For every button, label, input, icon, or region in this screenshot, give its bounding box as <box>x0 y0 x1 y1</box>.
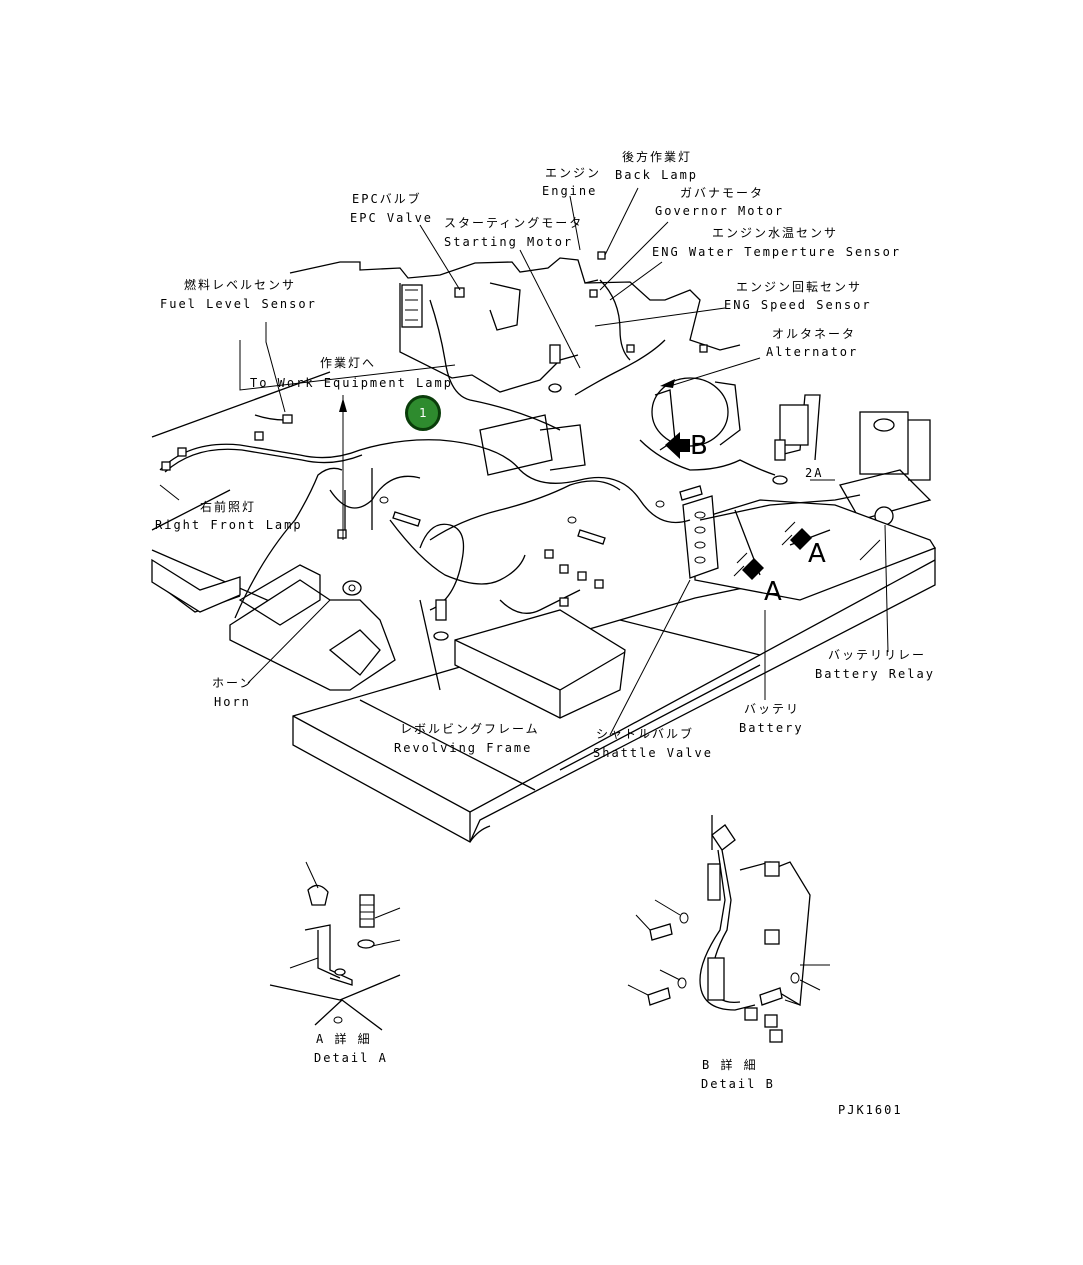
engine-shape <box>289 257 741 393</box>
detail-a-drawing <box>269 861 401 1031</box>
label-shuttle-jp: シャトルバルブ <box>596 727 695 741</box>
detail-b-drawing <box>627 815 830 1043</box>
leader-lines <box>159 187 889 736</box>
label-battery-relay-jp: バッテリリレー <box>828 648 927 662</box>
view-arrows <box>665 432 812 580</box>
label-engine-jp: エンジン <box>545 166 602 180</box>
shuttle-valve-shape <box>682 495 719 579</box>
callout-1[interactable]: 1 <box>405 395 441 431</box>
label-water-temp-en: ENG Water Temperture Sensor <box>652 245 902 259</box>
label-starting-jp: スターティングモータ <box>444 216 584 230</box>
up-arrow-icon <box>339 398 347 412</box>
label-battery-en: Battery <box>739 721 804 735</box>
label-alternator-en: Alternator <box>766 345 859 359</box>
arrow-head-icon <box>660 379 675 388</box>
label-epc-en: EPC Valve <box>350 211 434 225</box>
connectors <box>161 251 708 607</box>
view-a-letter-2: A <box>764 577 782 607</box>
label-fuel-en: Fuel Level Sensor <box>160 297 317 311</box>
label-revolving-jp: レボルビングフレーム <box>400 722 540 736</box>
label-speed-jp: エンジン回転センサ <box>736 280 863 294</box>
boom-foot-shape <box>151 371 465 691</box>
label-shuttle-en: Shattle Valve <box>593 746 713 760</box>
label-governor-jp: ガバナモータ <box>680 186 765 200</box>
label-right-front-en: Right Front Lamp <box>155 518 303 532</box>
tank-shape <box>454 414 626 719</box>
callout-number: 1 <box>419 406 427 420</box>
label-engine-en: Engine <box>542 184 598 198</box>
label-horn-jp: ホーン <box>212 676 254 690</box>
label-back-lamp-en: Back Lamp <box>615 168 699 182</box>
label-back-lamp-jp: 後方作業灯 <box>622 150 693 164</box>
label-battery-relay-en: Battery Relay <box>815 667 935 681</box>
battery-relay-shape <box>779 394 932 526</box>
view-a-letter-1: A <box>808 539 826 569</box>
ref-2a: 2A <box>805 466 824 480</box>
label-right-front-jp: 右前照灯 <box>200 500 257 514</box>
label-water-temp-jp: エンジン水温センサ <box>712 226 839 240</box>
label-work-lamp-en: To Work Equipment Lamp <box>250 376 453 390</box>
label-starting-en: Starting Motor <box>444 235 574 249</box>
label-detail-b-jp: B 詳 細 <box>702 1058 758 1072</box>
hardware <box>379 344 788 641</box>
label-alternator-jp: オルタネータ <box>772 327 857 341</box>
label-epc-jp: EPCバルブ <box>352 192 422 206</box>
label-detail-b-en: Detail B <box>701 1077 775 1091</box>
revolving-frame-shape <box>292 547 936 843</box>
label-horn-en: Horn <box>214 695 251 709</box>
label-revolving-en: Revolving Frame <box>394 741 533 755</box>
label-work-lamp-jp: 作業灯へ <box>320 356 377 370</box>
label-battery-jp: バッテリ <box>744 702 801 716</box>
label-governor-en: Governor Motor <box>655 204 785 218</box>
label-detail-a-jp: A 詳 細 <box>316 1032 372 1046</box>
view-b-letter: B <box>690 431 708 461</box>
label-detail-a-en: Detail A <box>314 1051 388 1065</box>
part-code: PJK1601 <box>838 1103 903 1117</box>
label-speed-en: ENG Speed Sensor <box>724 298 872 312</box>
label-fuel-jp: 燃料レベルセンサ <box>184 278 297 292</box>
